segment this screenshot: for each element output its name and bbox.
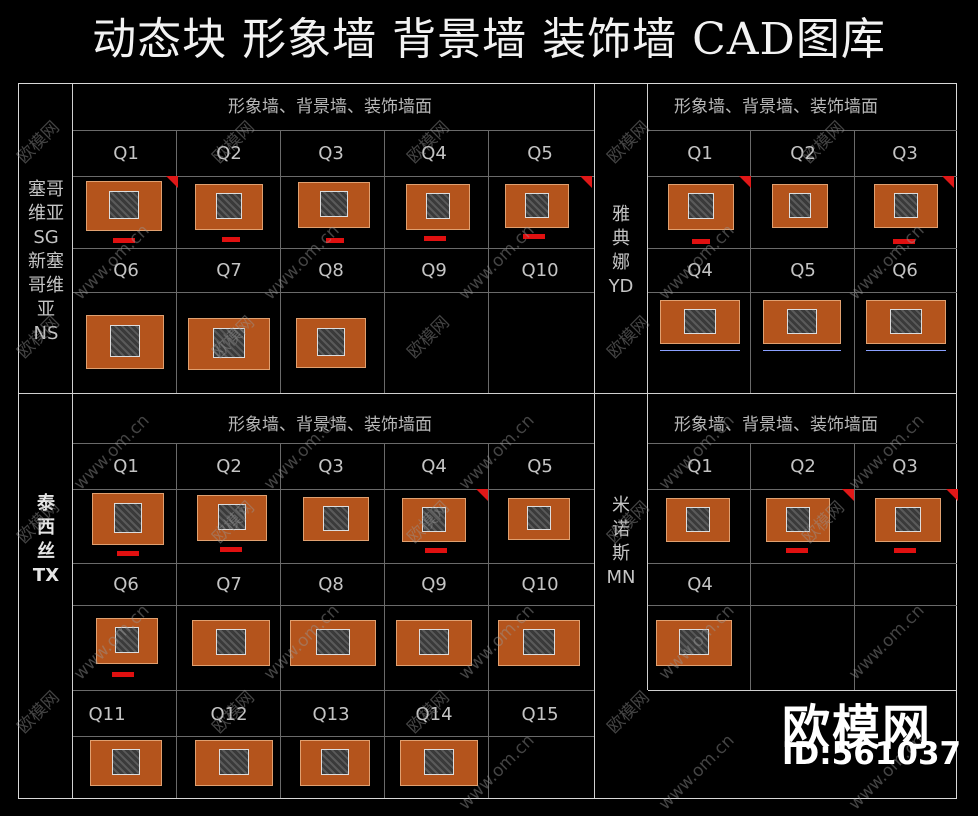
wall-thumbnail[interactable]	[508, 498, 570, 540]
wall-thumbnail[interactable]	[298, 182, 370, 228]
q-label: Q6	[113, 574, 139, 595]
wall-thumbnail[interactable]	[874, 184, 938, 228]
q-label: Q2	[790, 143, 816, 164]
wall-thumbnail[interactable]	[188, 318, 270, 370]
side-label-sg: 塞哥 维亚 SG 新塞 哥维 亚 NS	[28, 179, 64, 344]
wall-thumbnail[interactable]	[197, 495, 267, 541]
q-label: Q6	[892, 260, 918, 281]
wall-thumbnail[interactable]	[290, 620, 376, 666]
q-label: Q7	[216, 260, 242, 281]
wall-thumbnail[interactable]	[300, 740, 370, 786]
wall-thumbnail[interactable]	[875, 498, 941, 542]
marker	[326, 238, 344, 243]
wall-thumbnail[interactable]	[303, 497, 369, 541]
section-title-sg: 形象墙、背景墙、装饰墙面	[228, 97, 432, 117]
marker	[222, 237, 240, 242]
corner-flag-icon	[842, 489, 854, 501]
wall-thumbnail[interactable]	[402, 498, 466, 542]
wall-thumbnail[interactable]	[763, 300, 841, 344]
corner-flag-icon	[580, 176, 592, 188]
q-label: Q2	[790, 456, 816, 477]
wall-thumbnail[interactable]	[86, 315, 164, 369]
q-label: Q5	[790, 260, 816, 281]
q-label: Q1	[687, 456, 713, 477]
marker	[894, 548, 916, 553]
side-label-yd: 雅 典 娜 YD	[608, 204, 634, 297]
marker	[113, 238, 135, 243]
wall-thumbnail[interactable]	[400, 740, 478, 786]
marker	[112, 672, 134, 677]
page-title: 动态块 形象墙 背景墙 装饰墙 CAD图库	[92, 14, 886, 65]
wall-thumbnail[interactable]	[498, 620, 580, 666]
cad-library-frame	[18, 83, 957, 799]
wall-thumbnail[interactable]	[505, 184, 569, 228]
q-label: Q4	[421, 143, 447, 164]
q-label: Q6	[113, 260, 139, 281]
brand-logo: 欧模网	[782, 700, 933, 756]
corner-flag-icon	[946, 489, 958, 501]
wall-thumbnail[interactable]	[92, 493, 164, 545]
q-label: Q15	[521, 704, 559, 725]
wall-thumbnail[interactable]	[86, 181, 162, 231]
wall-thumbnail[interactable]	[195, 184, 263, 230]
wall-thumbnail[interactable]	[656, 620, 732, 666]
q-label: Q14	[415, 704, 453, 725]
q-label: Q5	[527, 143, 553, 164]
marker	[117, 551, 139, 556]
marker	[220, 547, 242, 552]
q-label: Q5	[527, 456, 553, 477]
side-label-mn: 米 诺 斯 MN	[606, 495, 636, 588]
side-label-tx: 泰 西 丝 TX	[32, 493, 60, 586]
q-label: Q1	[113, 143, 139, 164]
wall-thumbnail[interactable]	[396, 620, 472, 666]
marker	[786, 548, 808, 553]
q-label: Q7	[216, 574, 242, 595]
q-label: Q3	[318, 456, 344, 477]
q-label: Q2	[216, 456, 242, 477]
q-label: Q12	[210, 704, 248, 725]
wall-thumbnail[interactable]	[90, 740, 162, 786]
section-title-mn: 形象墙、背景墙、装饰墙面	[674, 415, 878, 435]
q-label: Q4	[687, 574, 713, 595]
q-label: Q10	[521, 574, 559, 595]
corner-flag-icon	[476, 489, 488, 501]
wall-thumbnail[interactable]	[772, 184, 828, 228]
corner-flag-icon	[166, 176, 178, 188]
wall-thumbnail[interactable]	[192, 620, 270, 666]
q-label: Q13	[312, 704, 350, 725]
wall-thumbnail[interactable]	[406, 184, 470, 230]
q-label: Q8	[318, 260, 344, 281]
q-label: Q3	[892, 143, 918, 164]
q-label: Q3	[892, 456, 918, 477]
q-label: Q11	[88, 704, 126, 725]
section-title-yd: 形象墙、背景墙、装饰墙面	[674, 97, 878, 117]
model-id: ID:561037	[782, 736, 962, 772]
marker	[692, 239, 710, 244]
q-label: Q4	[421, 456, 447, 477]
wall-thumbnail[interactable]	[296, 318, 366, 368]
wall-thumbnail[interactable]	[96, 618, 158, 664]
section-title-tx: 形象墙、背景墙、装饰墙面	[228, 415, 432, 435]
q-label: Q9	[421, 260, 447, 281]
q-label: Q1	[113, 456, 139, 477]
wall-thumbnail[interactable]	[660, 300, 740, 344]
corner-flag-icon	[739, 176, 751, 188]
q-label: Q8	[318, 574, 344, 595]
wall-thumbnail[interactable]	[668, 184, 734, 230]
q-label: Q4	[687, 260, 713, 281]
wall-thumbnail[interactable]	[195, 740, 273, 786]
marker	[893, 239, 915, 244]
wall-thumbnail[interactable]	[766, 498, 830, 542]
q-label: Q9	[421, 574, 447, 595]
marker	[425, 548, 447, 553]
marker	[424, 236, 446, 241]
wall-thumbnail[interactable]	[666, 498, 730, 542]
q-label: Q2	[216, 143, 242, 164]
q-label: Q1	[687, 143, 713, 164]
wall-thumbnail[interactable]	[866, 300, 946, 344]
q-label: Q10	[521, 260, 559, 281]
marker	[523, 234, 545, 239]
corner-flag-icon	[942, 176, 954, 188]
q-label: Q3	[318, 143, 344, 164]
